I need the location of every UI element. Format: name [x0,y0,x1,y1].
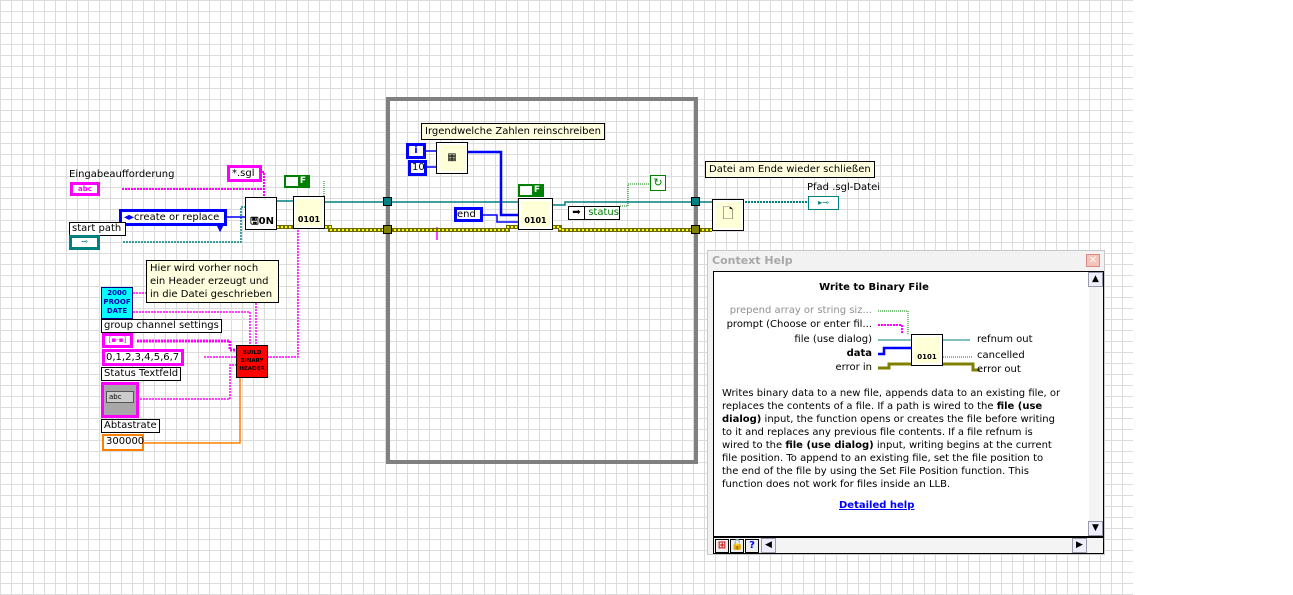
input-prompt: prompt (Choose or enter fil... [726,319,872,330]
loop-count-constant[interactable]: 10 [408,160,427,176]
desc-text: Writes binary data to a new file, append… [722,388,1061,412]
close-button[interactable]: ✕ [1086,254,1100,267]
bool-value: F [531,185,542,195]
desc-bold: file (use dialog) [785,440,874,451]
input-prepend: prepend array or string siz... [729,305,872,316]
scroll-up-button[interactable]: ▲ [1088,272,1103,287]
function-description: Writes binary data to a new file, append… [722,387,1062,491]
vertical-scrollbar[interactable]: ▲ ▼ [1088,271,1104,537]
initialize-array-node[interactable]: ▦ [436,142,468,174]
desc-text: input, the function opens or creates the… [722,414,1055,451]
scroll-right-button[interactable]: ▶ [1072,538,1087,553]
output-error-out: error out [977,364,1021,375]
mode-enum-constant[interactable]: ◂▸create or replace▼ [119,209,227,234]
loop-condition-icon[interactable]: ↻ [650,175,666,191]
position-enum-constant[interactable]: end [454,207,483,222]
input-error-in: error in [835,362,872,373]
path-icon: ⊸ [81,237,88,246]
prompt-label: Eingabeaufforderung [69,169,175,180]
refnum-tunnel-right [691,197,700,206]
group-channel-label: group channel settings [101,319,222,333]
iteration-terminal: i [406,143,426,159]
start-path-label: start path (Not A Path) [69,222,126,236]
prompt-control[interactable]: abc [70,182,100,196]
path-out-indicator: ▸⊸ [808,196,839,210]
mode-value: create or replace [134,212,220,223]
dropdown-icon: ▼ [216,223,224,234]
write-binary-file-node-2[interactable]: 0101 [518,198,553,230]
position-value: end [457,209,476,220]
refnum-tunnel-left [383,197,392,206]
help-icon[interactable]: ? [745,539,759,553]
input-data: data [846,348,872,359]
bool-value: F [297,176,308,186]
path-out-label: Pfad .sgl-Datei [807,182,881,193]
help-content: Write to Binary File 0101 prepend array … [713,271,1089,537]
show-optional-terminals-icon[interactable]: ⊞ [715,539,729,553]
sample-rate-constant[interactable]: 300000 [102,434,144,451]
pattern-constant[interactable]: *.sgl [227,165,262,182]
scroll-left-button[interactable]: ◀ [761,538,776,553]
help-toolbar: ⊞ 🔓 ? ◀ ▶ [713,537,1104,554]
open-file-node[interactable]: 🖫0N [245,197,277,230]
lock-icon[interactable]: 🔓 [730,539,744,553]
status-field-abc: abc [106,391,134,403]
build-binary-header-subvi[interactable]: BUILD BINARY HEADER [236,345,268,378]
error-tunnel-left [383,225,392,234]
arrow-icon: ➡ [569,207,585,219]
status-field-label: Status Textfeld [101,367,182,381]
proof-date-constant[interactable]: 2000 PROOF DATE [101,287,133,319]
close-comment: Datei am Ende wieder schließen [705,161,875,178]
numbers-comment: Irgendwelche Zahlen reinschreiben [421,123,605,140]
desc-text: input, writing begins at the current fil… [722,440,1052,490]
wires [122,150,808,444]
channels-constant[interactable]: 0,1,2,3,4,5,6,7 [102,349,184,366]
error-tunnel-right [691,225,700,234]
status-value: status [588,207,619,218]
header-comment: Hier wird vorher noch ein Header erzeugt… [146,260,279,303]
desc-bold: file (use dialog) [722,401,1043,425]
connector-pane-wires [878,310,980,372]
input-file: file (use dialog) [794,334,872,345]
array-icon: ▦ [447,152,457,163]
output-refnum: refnum out [977,334,1033,345]
function-name: Write to Binary File [819,282,929,293]
enum-arrows-icon: ◂▸ [124,212,135,223]
close-file-icon: 🗋 [722,206,734,222]
write-binary-file-icon: 0101 [911,334,943,366]
bool-constant-2[interactable]: F [518,184,544,197]
status-local-variable[interactable]: ➡ status [568,206,620,220]
scroll-down-button[interactable]: ▼ [1088,521,1103,536]
write-binary-file-node-1[interactable]: 0101 [293,196,325,229]
status-field-control[interactable]: abc [101,382,139,418]
context-help-title: Context Help [712,254,793,267]
detailed-help-link[interactable]: Detailed help [839,500,915,511]
open-file-icon: 🖫0N [250,216,274,227]
sample-rate-label: Abtastrate [101,419,160,433]
group-channel-control[interactable]: [▪-▪] [102,333,133,348]
output-cancelled: cancelled [977,350,1025,361]
context-help-window[interactable]: Context Help ✕ Write to Binary File 0101… [707,250,1105,555]
bool-constant-1[interactable]: F [284,175,310,188]
close-file-node[interactable]: 🗋 [712,199,744,231]
while-loop[interactable] [386,97,698,464]
start-path-control[interactable]: ⊸ [69,235,100,250]
